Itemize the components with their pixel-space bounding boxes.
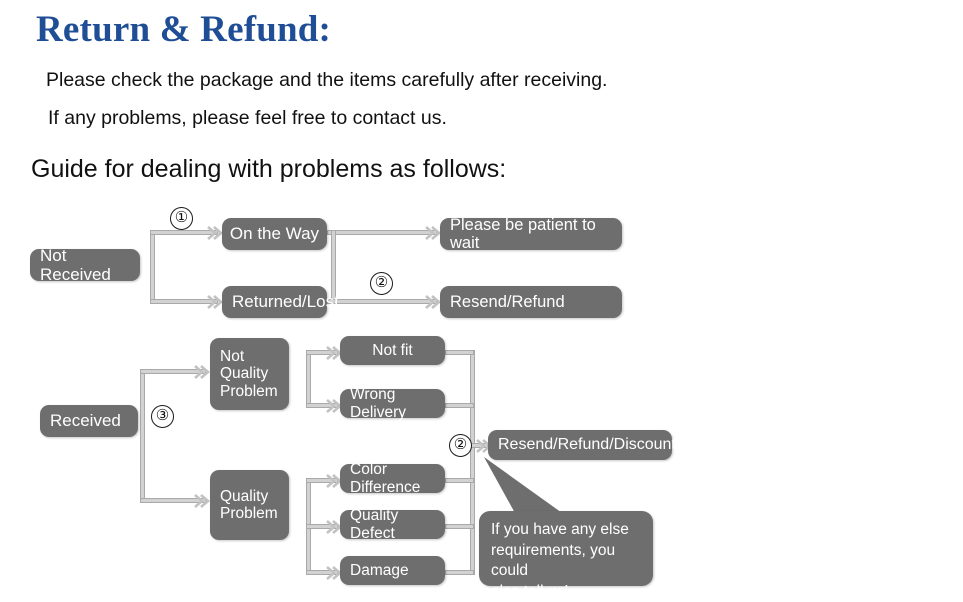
node-wrong-delivery[interactable]: Wrong Delivery — [340, 386, 445, 421]
step-marker-3: ③ — [151, 405, 174, 428]
node-returned-lost[interactable]: Returned/Lost — [222, 286, 339, 318]
node-not-received[interactable]: Not Received — [30, 245, 140, 284]
node-label: Received — [50, 411, 121, 431]
connector-not-received-to-on-the-way — [150, 230, 218, 235]
connector-not-received-to-returned-lost — [150, 299, 218, 304]
node-label: Wrong Delivery — [350, 386, 406, 421]
node-color-difference[interactable]: Color Difference — [340, 461, 445, 496]
connector-quality-defect-to-collector — [445, 524, 474, 529]
node-label: Resend/Refund — [450, 292, 565, 311]
node-label: Not fit — [372, 341, 413, 359]
page-title: Return & Refund: — [36, 9, 332, 50]
arrow-into-resend-refund — [425, 293, 441, 310]
node-received[interactable]: Received — [40, 405, 138, 437]
connector-returned-lost-to-resend-refund — [327, 299, 437, 304]
callout-bubble: If you have any else requirements, you c… — [479, 511, 653, 600]
node-resend-refund[interactable]: Resend/Refund — [440, 286, 622, 318]
arrow-into-on-the-way — [207, 224, 223, 241]
connector-wrong-delivery-to-collector — [445, 403, 474, 408]
node-label: Not Quality Problem — [220, 347, 278, 400]
connector-top-right-trunk — [331, 230, 336, 302]
arrow-into-please-be-patient — [425, 224, 441, 241]
callout-line-2: requirements, you could — [491, 541, 616, 580]
callout-line-1: If you have any else — [491, 521, 629, 538]
node-label: Quality Defect — [350, 507, 399, 542]
connector-not-fit-to-collector — [445, 350, 474, 355]
connector-received-trunk — [140, 369, 145, 502]
arrow-into-quality-problem — [194, 492, 210, 509]
arrow-into-returned-lost — [207, 293, 223, 310]
node-not-quality-problem[interactable]: Not Quality Problem — [210, 338, 289, 410]
node-on-the-way[interactable]: On the Way — [222, 218, 327, 250]
node-damage[interactable]: Damage — [340, 556, 445, 585]
connector-not-quality-split — [306, 350, 311, 407]
connector-on-the-way-to-please-be-patient — [327, 230, 437, 235]
node-label: Damage — [350, 561, 409, 579]
node-label: Color Difference — [350, 461, 421, 496]
step-marker-1: ① — [170, 207, 193, 230]
node-quality-defect[interactable]: Quality Defect — [340, 507, 445, 542]
node-label: Please be patient to wait — [450, 215, 596, 252]
node-resend-refund-discount[interactable]: Resend/Refund/Discount — [488, 430, 676, 460]
connector-damage-to-collector — [445, 570, 474, 575]
node-label: Resend/Refund/Discount — [498, 436, 676, 454]
connector-color-difference-to-collector — [445, 478, 474, 483]
guide-heading: Guide for dealing with problems as follo… — [31, 155, 507, 183]
node-label: Quality Problem — [220, 487, 278, 522]
intro-line-1: Please check the package and the items c… — [46, 69, 608, 91]
connector-not-received-trunk — [150, 230, 155, 304]
node-please-be-patient-to-wait[interactable]: Please be patient to wait — [440, 215, 622, 252]
step-marker-2-top: ② — [370, 272, 393, 295]
callout-line-3: also tell us! — [491, 582, 569, 600]
node-label: Not Received — [40, 245, 111, 284]
step-marker-2-bottom: ② — [449, 434, 472, 457]
intro-line-2: If any problems, please feel free to con… — [48, 107, 447, 129]
node-label: On the Way — [229, 224, 320, 244]
node-quality-problem[interactable]: Quality Problem — [210, 470, 289, 540]
arrow-into-not-quality-problem — [194, 363, 210, 380]
node-label: Returned/Lost — [232, 292, 339, 312]
node-not-fit[interactable]: Not fit — [340, 336, 445, 365]
